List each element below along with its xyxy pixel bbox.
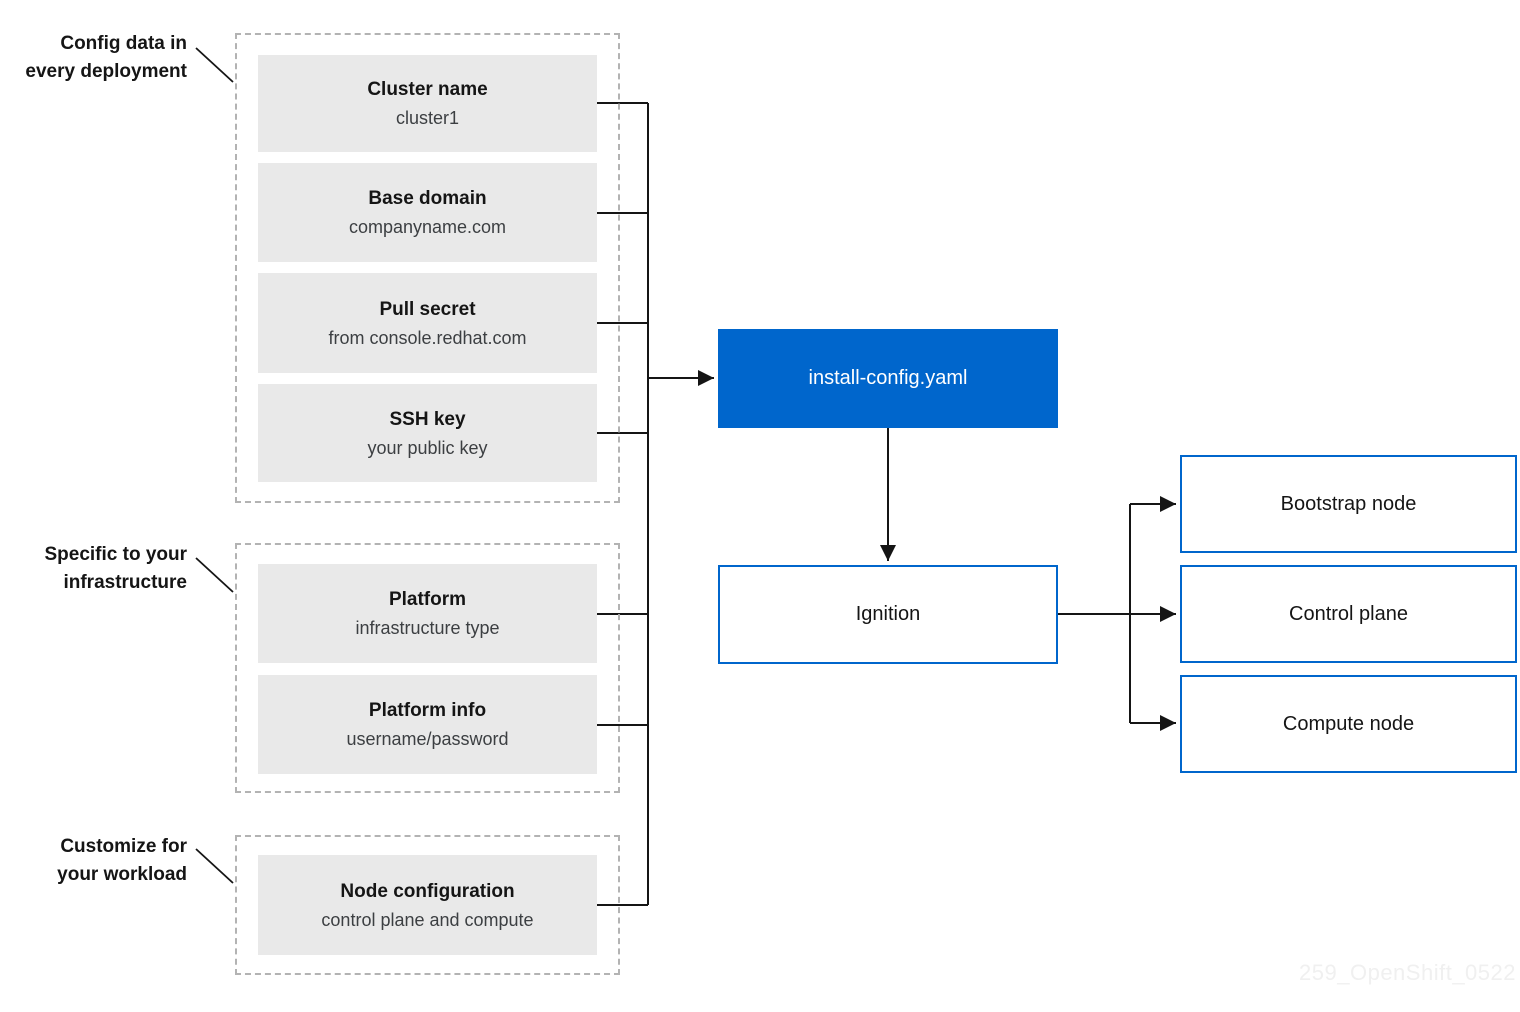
compute-node-label: Compute node <box>1282 712 1415 735</box>
box-node-configuration: Node configuration control plane and com… <box>258 855 597 955</box>
box-title: Platform info <box>368 700 487 721</box>
box-title: Base domain <box>368 188 487 209</box>
caption-config-data: Config data in every deployment <box>25 33 187 82</box>
box-title: Pull secret <box>379 298 476 320</box>
bootstrap-node-label: Bootstrap node <box>1280 492 1417 515</box>
ignition-label: Ignition <box>855 603 921 625</box>
box-subtitle: control plane and compute <box>321 909 534 930</box>
box-platform: Platform infrastructure type <box>258 564 597 663</box>
box-subtitle: infrastructure type <box>355 618 500 638</box>
group-workload <box>235 835 620 975</box>
box-subtitle: username/password <box>346 729 509 749</box>
compute-node-box: Compute node <box>1180 675 1517 773</box>
box-base-domain: Base domain companyname.com <box>258 163 597 262</box>
box-subtitle: your public key <box>367 437 488 458</box>
pointer-infrastructure <box>195 557 234 593</box>
box-subtitle: cluster1 <box>395 108 460 128</box>
box-platform-info: Platform info username/password <box>258 675 597 774</box>
control-plane-box: Control plane <box>1180 565 1517 663</box>
box-pull-secret: Pull secret from console.redhat.com <box>258 273 597 373</box>
install-config-yaml-label: install-config.yaml <box>808 367 968 389</box>
box-title: Cluster name <box>367 79 488 100</box>
box-title: SSH key <box>389 408 466 430</box>
watermark-text: 259_OpenShift_0522 <box>1299 960 1516 985</box>
box-ssh-key: SSH key your public key <box>258 384 597 482</box>
caption-customize-workload: Customize for your workload <box>57 836 187 885</box>
box-cluster-name: Cluster name cluster1 <box>258 55 597 152</box>
box-subtitle: companyname.com <box>348 217 507 237</box>
box-subtitle: from console.redhat.com <box>328 327 527 348</box>
install-config-yaml-box: install-config.yaml <box>718 329 1058 428</box>
pointer-workload <box>195 848 234 884</box>
pointer-config-data <box>195 47 234 83</box>
group-infrastructure <box>235 543 620 793</box>
box-title: Node configuration <box>340 880 515 902</box>
box-title: Platform <box>388 589 467 610</box>
ignition-box: Ignition <box>718 565 1058 664</box>
group-config-data <box>235 33 620 503</box>
bootstrap-node-box: Bootstrap node <box>1180 455 1517 553</box>
control-plane-label: Control plane <box>1289 602 1408 625</box>
caption-specific-infrastructure: Specific to your infrastructure <box>44 544 187 593</box>
